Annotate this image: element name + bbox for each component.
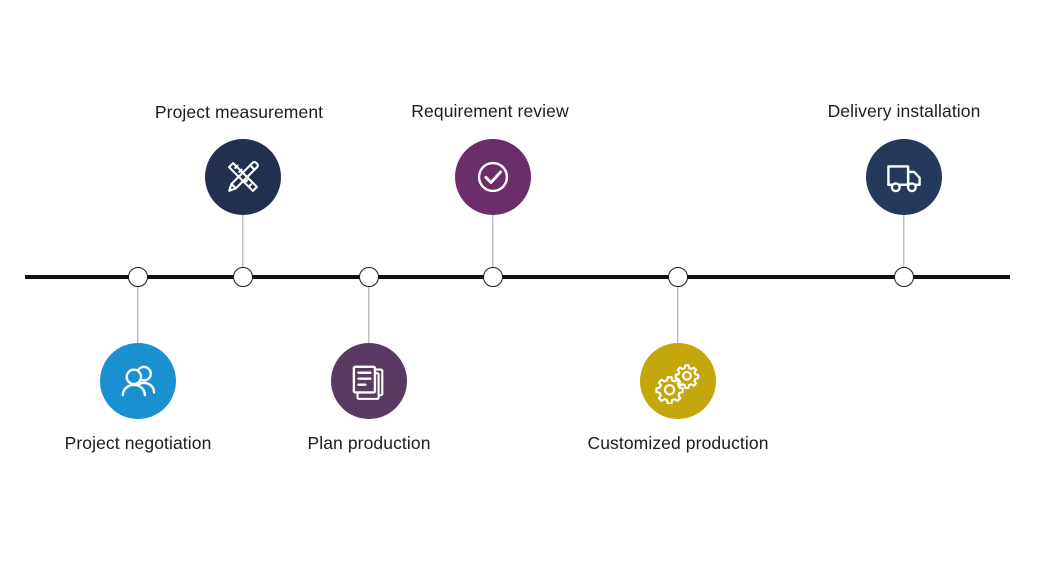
gears-icon [655, 364, 700, 404]
truck-icon [887, 165, 921, 193]
timeline-node-1[interactable] [128, 267, 148, 287]
users-icon [121, 365, 156, 397]
step-icon-bubble-6[interactable] [866, 139, 942, 215]
step-caption-6: Delivery installation [827, 101, 981, 121]
connector-stem-3 [368, 287, 370, 343]
timeline-node-2[interactable] [233, 267, 253, 287]
timeline-node-6[interactable] [894, 267, 914, 287]
connector-stem-6 [903, 212, 905, 268]
step-caption-4: Requirement review [411, 101, 569, 121]
step-caption-3: Plan production [307, 433, 431, 453]
step-caption-1: Project negotiation [64, 433, 212, 453]
timeline-node-5[interactable] [668, 267, 688, 287]
step-caption-2: Project measurement [154, 102, 324, 122]
step-icon-bubble-3[interactable] [331, 343, 407, 419]
connector-stem-1 [137, 287, 139, 343]
step-icon-bubble-5[interactable] [640, 343, 716, 419]
timeline-node-4[interactable] [483, 267, 503, 287]
step-icon-bubble-1[interactable] [100, 343, 176, 419]
step-icon-bubble-4[interactable] [455, 139, 531, 215]
step-icon-bubble-2[interactable] [205, 139, 281, 215]
connector-stem-5 [677, 287, 679, 343]
pencil-ruler-icon [228, 160, 259, 192]
documents-icon [352, 365, 384, 400]
step-caption-5: Customized production [587, 433, 769, 453]
timeline-axis [25, 275, 1010, 279]
timeline-node-3[interactable] [359, 267, 379, 287]
connector-stem-4 [492, 212, 494, 268]
connector-stem-2 [242, 212, 244, 268]
check-circle-icon [477, 161, 509, 193]
